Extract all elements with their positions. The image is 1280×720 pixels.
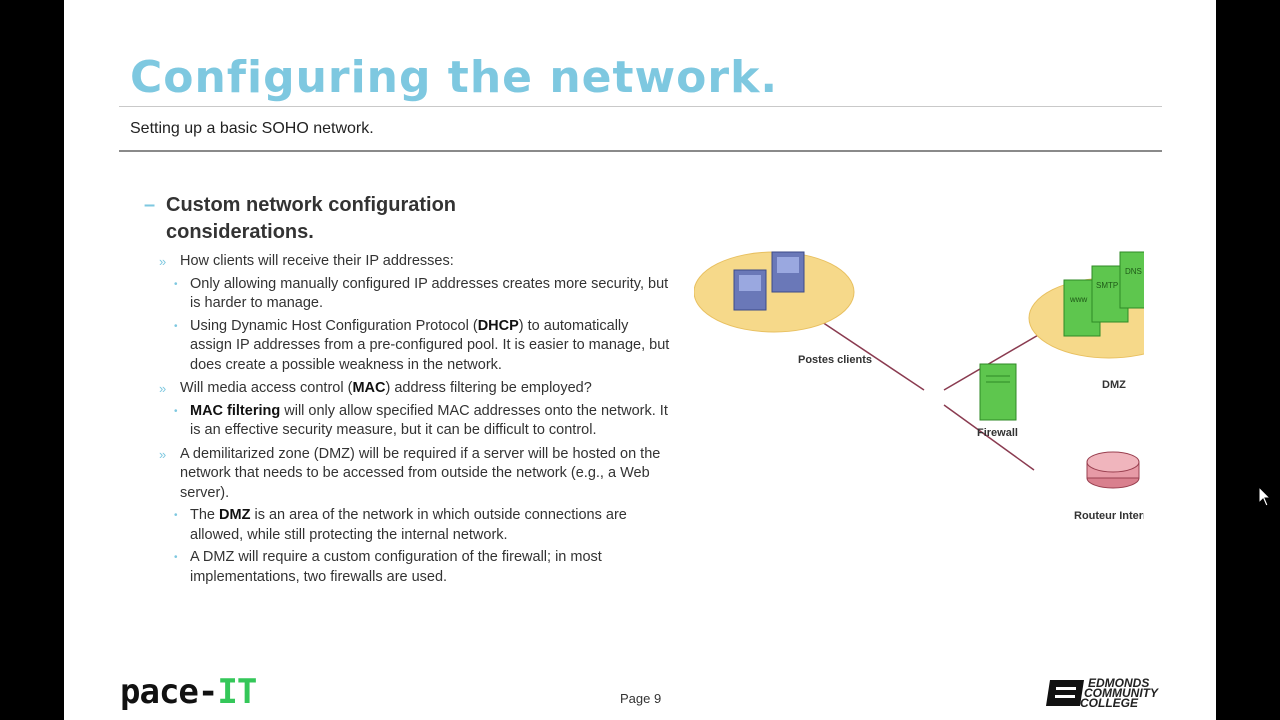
svg-text:SMTP: SMTP [1096, 281, 1118, 290]
dash-bullet-icon: – [144, 194, 156, 216]
bullet-bold-dmz: DMZ [219, 507, 251, 523]
bullet-text-post: will only allow specified MAC addresses … [190, 402, 668, 439]
mouse-pointer-icon [1258, 486, 1272, 507]
slide: Configuring the network. Setting up a ba… [64, 0, 1216, 720]
svg-text:www: www [1069, 295, 1088, 304]
router-label: Routeur Internet [1074, 510, 1144, 522]
logo-text-right: IT [217, 672, 257, 712]
link-firewall-router [943, 404, 1035, 471]
svg-text:DNS: DNS [1125, 267, 1142, 276]
firewall-label: Firewall [977, 427, 1018, 439]
college-line-1: EDMONDS [1088, 676, 1149, 690]
sub-bullet-mac: • MAC filtering will only allow specifie… [144, 402, 674, 441]
heading-line-1: Custom network configuration [166, 194, 456, 216]
bullet-text-post: is an area of the network in which outsi… [190, 507, 627, 543]
bullet-mac-filtering: » Will media access control (MAC) addres… [144, 379, 674, 399]
bullet-text-post: ) to automatically assign IP addresses f… [190, 317, 670, 373]
client-computer-icon [733, 269, 767, 311]
bullet-text: A demilitarized zone (DMZ) will be requi… [180, 445, 661, 501]
bullet-text: Only allowing manually configured IP add… [190, 275, 669, 312]
bullet-dmz: » A demilitarized zone (DMZ) will be req… [144, 445, 674, 504]
router-icon [1086, 451, 1140, 489]
title-divider [119, 106, 1162, 107]
college-line-2: COMMUNITY [1084, 686, 1159, 700]
sub-bullet-dmz-definition: • The DMZ is an area of the network in w… [144, 506, 674, 545]
chevron-bullet-icon: » [159, 381, 167, 396]
page-number: Page 9 [620, 691, 662, 706]
bullet-text-pre: The [190, 507, 220, 523]
slide-title: Configuring the network. [130, 52, 779, 103]
slide-content: – Custom network configuration considera… [144, 192, 674, 590]
bullet-text-pre: Will media access control ( [180, 380, 353, 396]
dot-bullet-icon: • [174, 278, 178, 290]
bullet-text-post: ) address filtering be employed? [385, 380, 592, 396]
dot-bullet-icon: • [174, 320, 178, 332]
dot-bullet-icon: • [174, 405, 178, 417]
slide-subtitle: Setting up a basic SOHO network. [130, 120, 374, 137]
college-line-3: COLLEGE [1080, 696, 1139, 710]
edmonds-college-logo: EDMONDS COMMUNITY COLLEGE [1046, 676, 1159, 710]
pace-it-logo: pace-IT [120, 672, 257, 712]
bullet-bold-dhcp: DHCP [477, 317, 519, 334]
section-heading: – Custom network configuration considera… [144, 192, 674, 246]
bullet-ip-addresses: » How clients will receive their IP addr… [144, 252, 674, 272]
bullet-text-pre: Using Dynamic Host Configuration Protoco… [190, 317, 478, 334]
server-icon: DNS [1119, 251, 1144, 309]
bullet-bold-mac-filtering: MAC filtering [190, 402, 281, 419]
clients-zone: Postes clients [694, 251, 872, 366]
college-logo-mark [1046, 680, 1084, 706]
heading-line-2: considerations. [166, 221, 314, 243]
clients-label: Postes clients [798, 354, 872, 366]
subtitle-divider [119, 150, 1162, 152]
bullet-text: A DMZ will require a custom configuratio… [190, 549, 602, 585]
dot-bullet-icon: • [174, 510, 178, 521]
logo-text-left: pace- [120, 672, 218, 712]
bullet-text: How clients will receive their IP addres… [180, 253, 454, 269]
sub-bullet-dhcp: • Using Dynamic Host Configuration Proto… [144, 317, 674, 376]
dot-bullet-icon: • [174, 552, 178, 563]
network-diagram: Postes clients www SMTP DNS DMZ [694, 251, 1144, 522]
bullet-bold-mac: MAC [352, 380, 386, 396]
client-computer-icon [771, 251, 805, 293]
sub-bullet-dmz-firewall: • A DMZ will require a custom configurat… [144, 548, 674, 587]
dmz-zone: www SMTP DNS DMZ [1028, 251, 1144, 391]
dmz-label: DMZ [1102, 379, 1126, 391]
chevron-bullet-icon: » [159, 254, 167, 269]
sub-bullet-manual-ip: • Only allowing manually configured IP a… [144, 275, 674, 314]
firewall-icon [979, 363, 1017, 421]
chevron-bullet-icon: » [159, 446, 167, 462]
